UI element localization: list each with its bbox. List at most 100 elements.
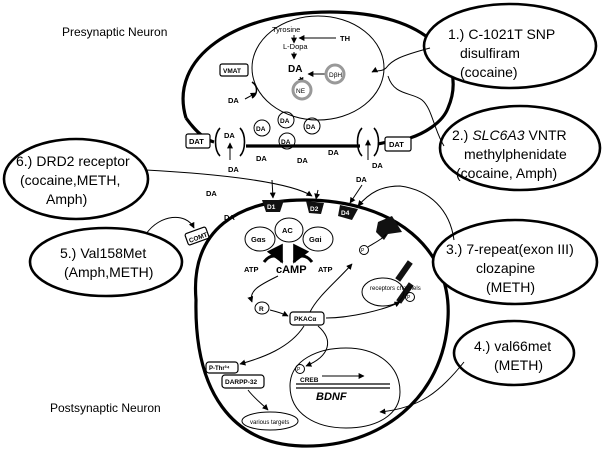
callout-5: 5.)Val158Met (Amph,METH) xyxy=(28,226,184,298)
synapse-da-5: DA xyxy=(372,161,383,170)
atp-label-right: ATP xyxy=(318,265,332,274)
dat-left-da: DA xyxy=(224,131,235,140)
synapse-da-1: DA xyxy=(228,165,239,174)
d1-label: D1 xyxy=(267,204,276,211)
atp-arrow-right xyxy=(292,243,314,264)
postsynaptic-label: Postsynaptic Neuron xyxy=(50,401,161,415)
dat-right-bracket-l xyxy=(356,127,363,157)
receptors-channels-bubble xyxy=(361,277,405,307)
svg-text:(METH): (METH) xyxy=(486,279,535,295)
svg-text:DA: DA xyxy=(280,118,290,125)
d4-label: D4 xyxy=(341,210,350,217)
svg-text:DA: DA xyxy=(256,126,266,133)
presynaptic-membrane xyxy=(181,10,455,140)
svg-text:(cocaine,METH,: (cocaine,METH, xyxy=(20,172,120,188)
svg-text:(Amph,METH): (Amph,METH) xyxy=(64,264,153,280)
dat-left-box xyxy=(185,133,211,149)
creb-label: CREB xyxy=(300,377,319,384)
camp-to-r-arrow xyxy=(247,275,279,303)
ne-circle xyxy=(291,79,313,101)
gas-protein xyxy=(244,226,276,252)
postsynaptic-membrane xyxy=(193,198,450,448)
r-to-pkac-arrow xyxy=(269,309,289,317)
ne-label: NE xyxy=(296,88,306,95)
gai-label: Gαi xyxy=(309,235,322,244)
svg-text:3.)7-repeat(exon III): 3.)7-repeat(exon III) xyxy=(446,241,574,257)
ac-label: AC xyxy=(282,226,293,235)
various-targets-label: various targets xyxy=(250,420,289,426)
channel-bar-2 xyxy=(396,282,414,304)
dat-right-label: DAT xyxy=(389,140,404,149)
phospho-p2-label: P xyxy=(407,295,411,301)
d4-receptor xyxy=(338,205,358,220)
camp-label: cAMP xyxy=(276,264,307,276)
comt-box xyxy=(184,226,210,246)
d2-arrow xyxy=(314,189,321,200)
svg-text:6.)DRD2 receptor: 6.)DRD2 receptor xyxy=(16,153,130,169)
phospho-p1-label: P xyxy=(361,248,365,254)
phospho-p1 xyxy=(359,245,369,255)
p1-link xyxy=(367,233,387,248)
svg-text:(cocaine): (cocaine) xyxy=(460,64,518,80)
presynaptic-label: Presynaptic Neuron xyxy=(62,25,167,39)
synapse-da-4: DA xyxy=(328,148,339,157)
pkac-to-p1-arrow xyxy=(309,263,353,313)
callout-3-connector xyxy=(357,185,455,241)
vesicle-3: DA xyxy=(303,117,321,135)
creb-phospho xyxy=(295,364,305,374)
gai-protein xyxy=(302,226,334,252)
pkac-to-creb-arrow xyxy=(305,325,329,367)
creb-phospho-label: P xyxy=(297,367,301,373)
callout-5-connector xyxy=(145,216,195,235)
pkac-to-darpp-arrow xyxy=(239,325,305,366)
callout-1: 1.)C-1021T SNP disulfiram (cocaine) xyxy=(422,2,598,90)
r-label: R xyxy=(259,306,264,313)
svg-text:DA: DA xyxy=(281,139,291,146)
atp-label-left: ATP xyxy=(244,265,258,274)
vesicle-2: DA xyxy=(277,111,295,129)
tyrosine-label: Tyrosine xyxy=(272,25,300,34)
synapse-da-6: DA xyxy=(206,189,217,198)
d1-receptor xyxy=(262,200,284,212)
synapse-da-2: DA xyxy=(256,154,267,163)
svg-text:clozapine: clozapine xyxy=(476,260,535,276)
pkac-box xyxy=(289,311,325,326)
various-targets-bubble xyxy=(241,411,299,431)
dat-left-bracket-l xyxy=(214,127,221,157)
nucleus-membrane xyxy=(289,347,401,429)
channel-bar-1 xyxy=(395,260,413,282)
vmat-label: VMAT xyxy=(223,68,241,75)
dbh-circle xyxy=(324,63,346,85)
da-label: DA xyxy=(288,64,302,75)
svg-text:1.)C-1021T SNP: 1.)C-1021T SNP xyxy=(448,26,555,42)
dat-right-box xyxy=(384,136,412,152)
dat-left-bracket-r xyxy=(239,127,246,157)
dat-left-label: DAT xyxy=(189,137,204,146)
callout-1-connector xyxy=(371,47,431,73)
th-label: TH xyxy=(340,34,350,43)
callout-4-connector xyxy=(379,361,465,415)
vesicle-4: DA xyxy=(278,132,296,150)
ac-enzyme xyxy=(274,217,304,243)
atp-arrow-left xyxy=(262,243,284,264)
svg-text:disulfiram: disulfiram xyxy=(460,45,520,61)
receptors-channels-label: receptors channels xyxy=(370,286,421,292)
vesicle-1: DA xyxy=(253,119,271,137)
pthr-box xyxy=(205,361,239,374)
pkac-label: PKACα xyxy=(294,316,316,323)
darpp-to-targets-arrow xyxy=(247,389,269,411)
svg-text:methylphenidate: methylphenidate xyxy=(464,146,567,162)
dat-right-bracket-r xyxy=(373,127,380,157)
darpp-box xyxy=(221,374,265,389)
synapse-da-8: DA xyxy=(356,175,367,184)
vmat-arrow xyxy=(244,92,257,100)
bdnf-label: BDNF xyxy=(316,391,347,403)
callout-3: 3.)7-repeat(exon III) clozapine (METH) xyxy=(431,218,599,306)
callout-6-connector xyxy=(145,169,313,197)
pthr-label: P-Thr³⁴ xyxy=(209,365,230,372)
pkac-to-p2-arrow xyxy=(325,301,401,319)
